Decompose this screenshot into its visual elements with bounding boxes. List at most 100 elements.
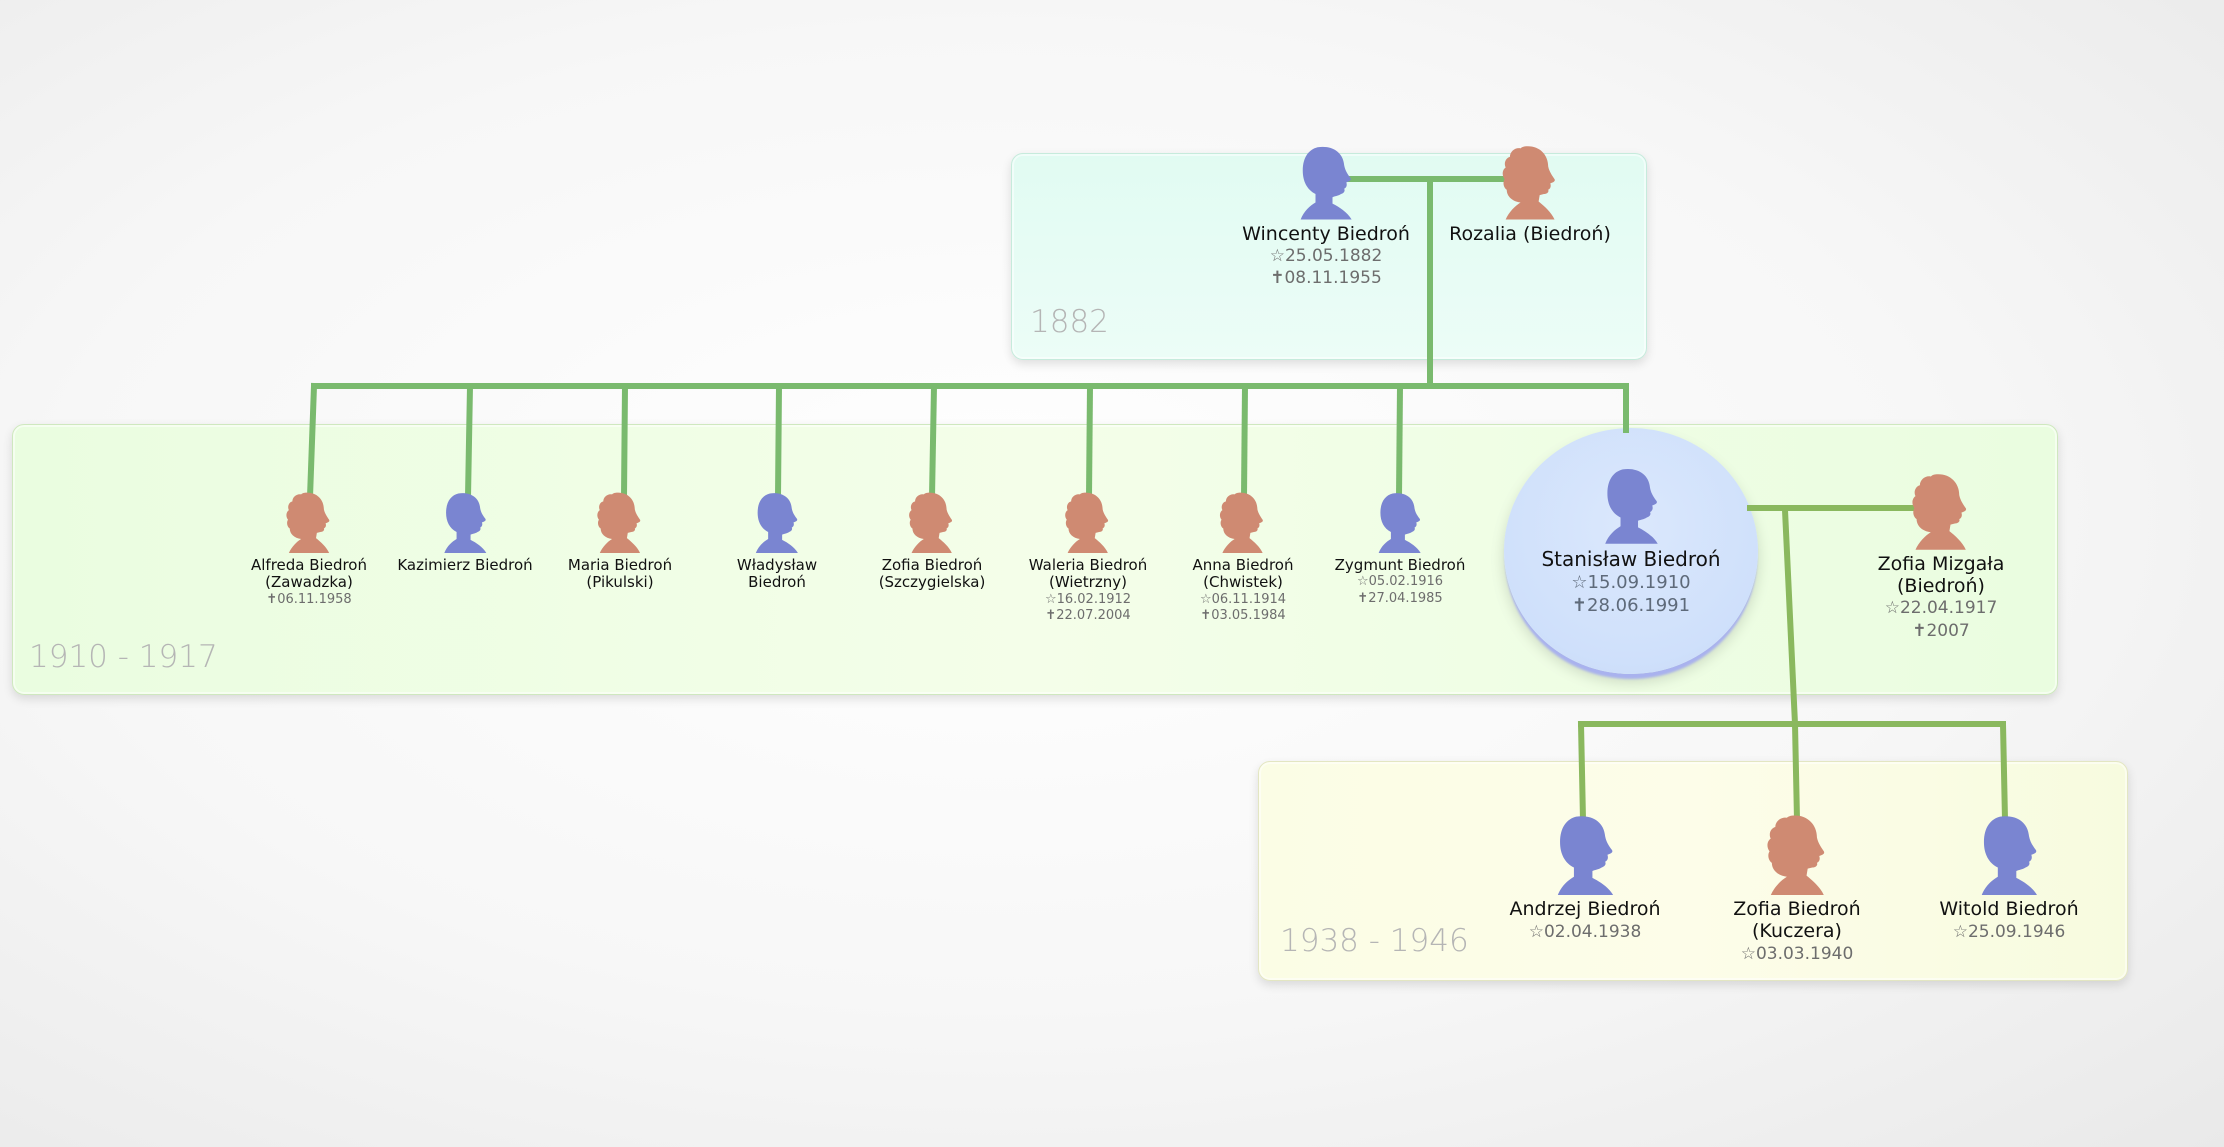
- person-card-andrzej[interactable]: Andrzej Biedroń ☆02.04.1938: [1509, 812, 1661, 943]
- person-name: Waleria Biedroń (Wietrzny): [1028, 556, 1148, 592]
- female-silhouette-icon: [251, 490, 367, 557]
- person-name: Zofia Biedroń (Szczygielska): [878, 556, 986, 592]
- male-silhouette-icon: [1335, 490, 1466, 557]
- silhouette-shape: [1379, 493, 1421, 553]
- silhouette-shape: [1220, 492, 1264, 553]
- female-silhouette-icon: [1065, 492, 1109, 553]
- person-card-rozalia[interactable]: Rozalia (Biedroń): [1449, 143, 1611, 245]
- person-name: Stanisław Biedroń: [1541, 546, 1721, 571]
- child-drop-link: [1791, 720, 1801, 824]
- female-silhouette-icon: [1449, 143, 1611, 224]
- silhouette-shape: [909, 492, 953, 553]
- person-name: Władysław Biedroń: [736, 556, 818, 592]
- silhouette-shape: [755, 493, 798, 553]
- person-card-witold[interactable]: Witold Biedroń ☆25.09.1946: [1939, 812, 2079, 943]
- silhouette-shape: [1604, 468, 1658, 544]
- person-card-alfreda[interactable]: Alfreda Biedroń (Zawadzka) ✝06.11.1958: [251, 490, 367, 608]
- parent-child-links-lower: [1577, 505, 2009, 824]
- female-silhouette-icon: [286, 492, 330, 553]
- person-name: Kazimierz Biedroń: [397, 556, 533, 574]
- person-card-kazimierz[interactable]: Kazimierz Biedroń: [397, 490, 533, 574]
- female-silhouette-icon: [1878, 471, 2005, 554]
- generation-label: 1910 - 1917: [29, 639, 218, 675]
- person-name: Maria Biedroń (Pikulski): [567, 556, 673, 592]
- death-date: ✝06.11.1958: [266, 591, 352, 607]
- person-name: Wincenty Biedroń: [1242, 222, 1410, 245]
- generation-label: 1938 - 1946: [1280, 923, 1469, 959]
- child-drop-link: [464, 382, 474, 501]
- female-silhouette-icon: [1193, 490, 1294, 557]
- person-name: Alfreda Biedroń (Zawadzka): [251, 556, 367, 592]
- child-drop-link: [928, 382, 938, 501]
- silhouette-shape: [597, 492, 641, 553]
- death-date: ✝03.05.1984: [1200, 608, 1286, 624]
- child-drop-link: [1577, 720, 1587, 824]
- male-silhouette-icon: [1509, 812, 1660, 899]
- female-silhouette-icon: [1912, 474, 1967, 550]
- death-date: ✝08.11.1955: [1270, 268, 1382, 289]
- female-silhouette-icon: [597, 492, 641, 553]
- person-card-zofia-kuczera[interactable]: Zofia Biedroń (Kuczera) ☆03.03.1940: [1733, 812, 1861, 965]
- birth-date: ☆05.02.1916: [1356, 574, 1444, 590]
- parent-child-links-upper: [306, 176, 1629, 501]
- person-name: Zofia Mizgała (Biedroń): [1877, 552, 2005, 597]
- birth-date: ☆25.09.1946: [1952, 922, 2066, 943]
- focus-person-highlight: [1504, 428, 1758, 674]
- person-card-wincenty[interactable]: Wincenty Biedroń ☆25.05.1882 ✝08.11.1955: [1242, 143, 1410, 290]
- male-silhouette-icon: [1379, 493, 1421, 553]
- birth-date: ☆02.04.1938: [1528, 922, 1642, 943]
- death-date: ✝2007: [1912, 620, 1970, 641]
- child-drop-link: [620, 382, 629, 501]
- person-card-anna[interactable]: Anna Biedroń (Chwistek) ☆06.11.1914 ✝03.…: [1193, 490, 1294, 625]
- birth-date: ☆25.05.1882: [1269, 246, 1383, 267]
- silhouette-shape: [1912, 474, 1967, 550]
- male-silhouette-icon: [737, 490, 817, 557]
- person-name: Zygmunt Biedroń: [1334, 556, 1466, 574]
- generation-band-1938-1946: [1258, 761, 2128, 981]
- person-card-stanislaw[interactable]: Stanisław Biedroń ☆15.09.1910 ✝28.06.199…: [1541, 465, 1721, 618]
- child-drop-link: [774, 382, 783, 501]
- birth-date: ☆06.11.1914: [1199, 591, 1287, 607]
- death-date: ✝27.04.1985: [1357, 591, 1443, 607]
- silhouette-shape: [1981, 816, 2037, 896]
- person-card-zofia-mizgala[interactable]: Zofia Mizgała (Biedroń) ☆22.04.1917 ✝200…: [1877, 471, 2005, 642]
- silhouette-shape: [1502, 146, 1555, 220]
- female-silhouette-icon: [909, 492, 953, 553]
- silhouette-shape: [1065, 492, 1109, 553]
- male-silhouette-icon: [1300, 146, 1352, 220]
- person-card-zygmunt[interactable]: Zygmunt Biedroń ☆05.02.1916 ✝27.04.1985: [1334, 490, 1466, 608]
- female-silhouette-icon: [1029, 490, 1147, 557]
- female-silhouette-icon: [1733, 812, 1860, 899]
- silhouette-shape: [286, 492, 330, 553]
- female-silhouette-icon: [1502, 146, 1555, 220]
- birth-date: ☆15.09.1910: [1571, 571, 1691, 593]
- death-date: ✝22.07.2004: [1045, 608, 1131, 624]
- male-silhouette-icon: [443, 493, 486, 553]
- silhouette-shape: [1557, 816, 1613, 896]
- female-silhouette-icon: [879, 490, 986, 557]
- person-card-wladyslaw[interactable]: Władysław Biedroń: [737, 490, 817, 592]
- death-date: ✝28.06.1991: [1571, 595, 1691, 617]
- child-drop-link: [1999, 720, 2009, 824]
- person-name: Rozalia (Biedroń): [1449, 222, 1611, 245]
- child-drop-link: [1395, 382, 1404, 501]
- child-drop-link: [1240, 382, 1249, 501]
- silhouette-shape: [1300, 146, 1352, 220]
- male-silhouette-icon: [1541, 465, 1720, 548]
- person-card-maria[interactable]: Maria Biedroń (Pikulski): [568, 490, 672, 592]
- child-drop-link: [1085, 382, 1094, 501]
- child-drop-link: [306, 382, 318, 501]
- female-silhouette-icon: [568, 490, 672, 557]
- male-silhouette-icon: [1604, 468, 1658, 544]
- male-silhouette-icon: [1557, 816, 1613, 896]
- male-silhouette-icon: [755, 493, 798, 553]
- male-silhouette-icon: [1242, 143, 1410, 224]
- person-card-waleria[interactable]: Waleria Biedroń (Wietrzny) ☆16.02.1912 ✝…: [1029, 490, 1147, 625]
- female-silhouette-icon: [1767, 815, 1824, 896]
- birth-date: ☆16.02.1912: [1044, 591, 1132, 607]
- person-card-zofia-szczygielska[interactable]: Zofia Biedroń (Szczygielska): [878, 490, 986, 592]
- person-name: Andrzej Biedroń: [1509, 898, 1661, 921]
- person-name: Witold Biedroń: [1939, 898, 2079, 921]
